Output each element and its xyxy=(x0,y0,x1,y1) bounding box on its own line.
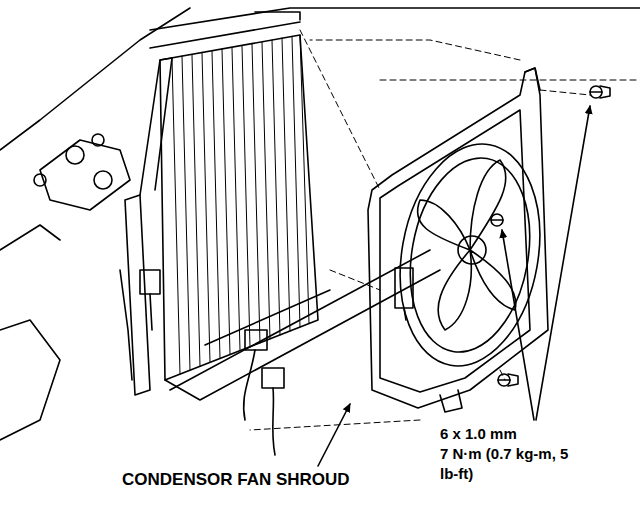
fastener-spec: 6 x 1.0 mm xyxy=(440,424,517,444)
fastener-spec: 7 N·m (0.7 kg-m, 5 lb-ft) xyxy=(440,444,590,484)
part-name: CONDENSOR FAN SHROUD xyxy=(122,470,350,490)
